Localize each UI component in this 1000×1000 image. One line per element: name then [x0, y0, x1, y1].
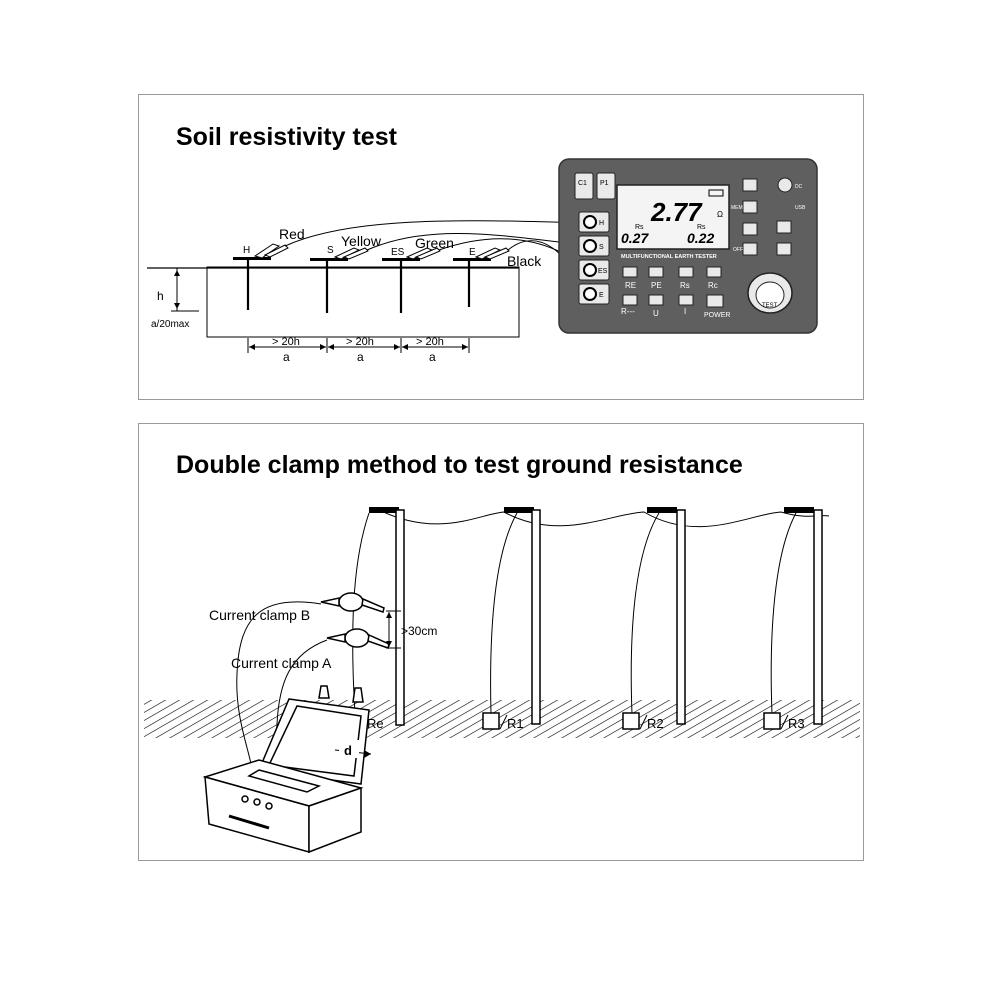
- spacing-dimensions: [247, 338, 470, 353]
- model-text: MULTIFUNCTIONAL EARTH TESTER: [621, 254, 717, 260]
- sub-left-value: 0.27: [621, 230, 649, 246]
- electrode-r1-label: R1: [507, 716, 524, 731]
- panel-title: Double clamp method to test ground resis…: [176, 451, 743, 479]
- svg-text:U: U: [653, 309, 659, 318]
- pole-4: [784, 507, 823, 725]
- electrode-r1: R1: [482, 712, 524, 731]
- probe-h: H: [233, 245, 271, 310]
- wire-label-yellow: Yellow: [341, 233, 382, 249]
- main-unit: Ω: [717, 210, 723, 219]
- soil-resistivity-diagram: h a/20max H S ES E: [147, 158, 818, 364]
- probe-h-label: H: [243, 245, 250, 256]
- double-clamp-diagram: Re R1 R2 R3: [144, 507, 860, 854]
- svg-text:R---: R---: [621, 307, 635, 316]
- svg-text:H: H: [599, 220, 604, 227]
- wire-yellow: [366, 233, 585, 251]
- overhead-wire: [378, 509, 830, 528]
- probe-es: ES: [382, 247, 420, 313]
- test-label: TEST: [762, 303, 778, 309]
- wire-label-green: Green: [415, 235, 454, 251]
- probe-e: E: [453, 247, 491, 307]
- terminal-c1: C1: [578, 180, 587, 187]
- off-label: OFF: [733, 247, 743, 253]
- power-label: POWER: [704, 312, 730, 319]
- jack-h: H: [578, 211, 610, 233]
- main-reading: 2.77: [650, 197, 703, 227]
- electrode-r2-label: R2: [647, 716, 664, 731]
- probe-es-label: ES: [391, 247, 405, 258]
- clip-green: [405, 247, 441, 260]
- svg-text:ES: ES: [598, 268, 608, 275]
- spacing-2-bottom: a: [357, 350, 364, 364]
- jack-es: ES: [578, 259, 610, 281]
- dc-button[interactable]: [777, 177, 793, 193]
- ground-hatch: [144, 700, 860, 738]
- clip-black: [474, 247, 510, 260]
- svg-text:I: I: [684, 307, 686, 316]
- pole-2: [504, 507, 541, 725]
- dc-label: DC: [795, 184, 803, 190]
- terminal-p1: P1: [600, 180, 609, 187]
- earth-tester-device: C1 P1 H S ES E: [558, 158, 818, 334]
- depth-label: h: [157, 289, 164, 303]
- jack-s: S: [578, 235, 610, 257]
- gap-label: d: [344, 743, 352, 758]
- clamp-a-label: Current clamp A: [231, 655, 332, 671]
- spacing-3-bottom: a: [429, 350, 436, 364]
- mem-label: MEM: [731, 205, 743, 211]
- electrode-r2: R2: [622, 712, 664, 731]
- jack-e: E: [578, 283, 610, 305]
- sub-right-label: Rs: [697, 224, 706, 231]
- usb-label: USB: [795, 205, 806, 211]
- pole-3: [647, 507, 686, 725]
- clip-red: [253, 243, 289, 259]
- probe-s-label: S: [327, 245, 334, 256]
- svg-text:S: S: [599, 244, 604, 251]
- sub-right-value: 0.22: [687, 230, 714, 246]
- current-clamp-a: [326, 628, 390, 649]
- double-clamp-panel: Double clamp method to test ground resis…: [138, 423, 864, 861]
- wire-label-red: Red: [279, 226, 305, 242]
- svg-text:RE: RE: [625, 281, 636, 290]
- side-buttons-left[interactable]: [742, 178, 758, 256]
- electrode-re-label: Re: [367, 716, 384, 731]
- up-button[interactable]: [776, 220, 792, 234]
- pole-1: [369, 507, 405, 726]
- clamp-b-label: Current clamp B: [209, 607, 310, 623]
- soil-block: [206, 266, 520, 338]
- func-buttons[interactable]: [622, 266, 724, 308]
- sub-left-label: Rs: [635, 224, 644, 231]
- electrode-r3: R3: [763, 712, 805, 731]
- panel-title: Soil resistivity test: [176, 123, 397, 151]
- down-button[interactable]: [776, 242, 792, 256]
- probe-e-label: E: [469, 247, 476, 258]
- spacing-1-bottom: a: [283, 350, 290, 364]
- electrode-r3-label: R3: [788, 716, 805, 731]
- wire-red: [284, 220, 585, 247]
- spacing-2-top: > 20h: [346, 336, 374, 348]
- test-button[interactable]: [755, 281, 785, 309]
- svg-text:Rs: Rs: [680, 281, 690, 290]
- spacing-1-top: > 20h: [272, 336, 300, 348]
- svg-text:E: E: [599, 292, 604, 299]
- depth-max-label: a/20max: [151, 319, 189, 330]
- probe-s: S: [310, 245, 348, 313]
- clip-yellow: [333, 247, 369, 260]
- battery-icon: [708, 189, 724, 197]
- svg-text:PE: PE: [651, 281, 662, 290]
- current-clamp-b: [320, 592, 385, 613]
- wire-label-black: Black: [507, 253, 542, 269]
- tester-case: [202, 685, 370, 854]
- distance-label: >30cm: [401, 624, 437, 638]
- soil-resistivity-panel: Soil resistivity test h a/20max H S ES: [138, 94, 864, 400]
- spacing-3-top: > 20h: [416, 336, 444, 348]
- svg-text:Rc: Rc: [708, 281, 718, 290]
